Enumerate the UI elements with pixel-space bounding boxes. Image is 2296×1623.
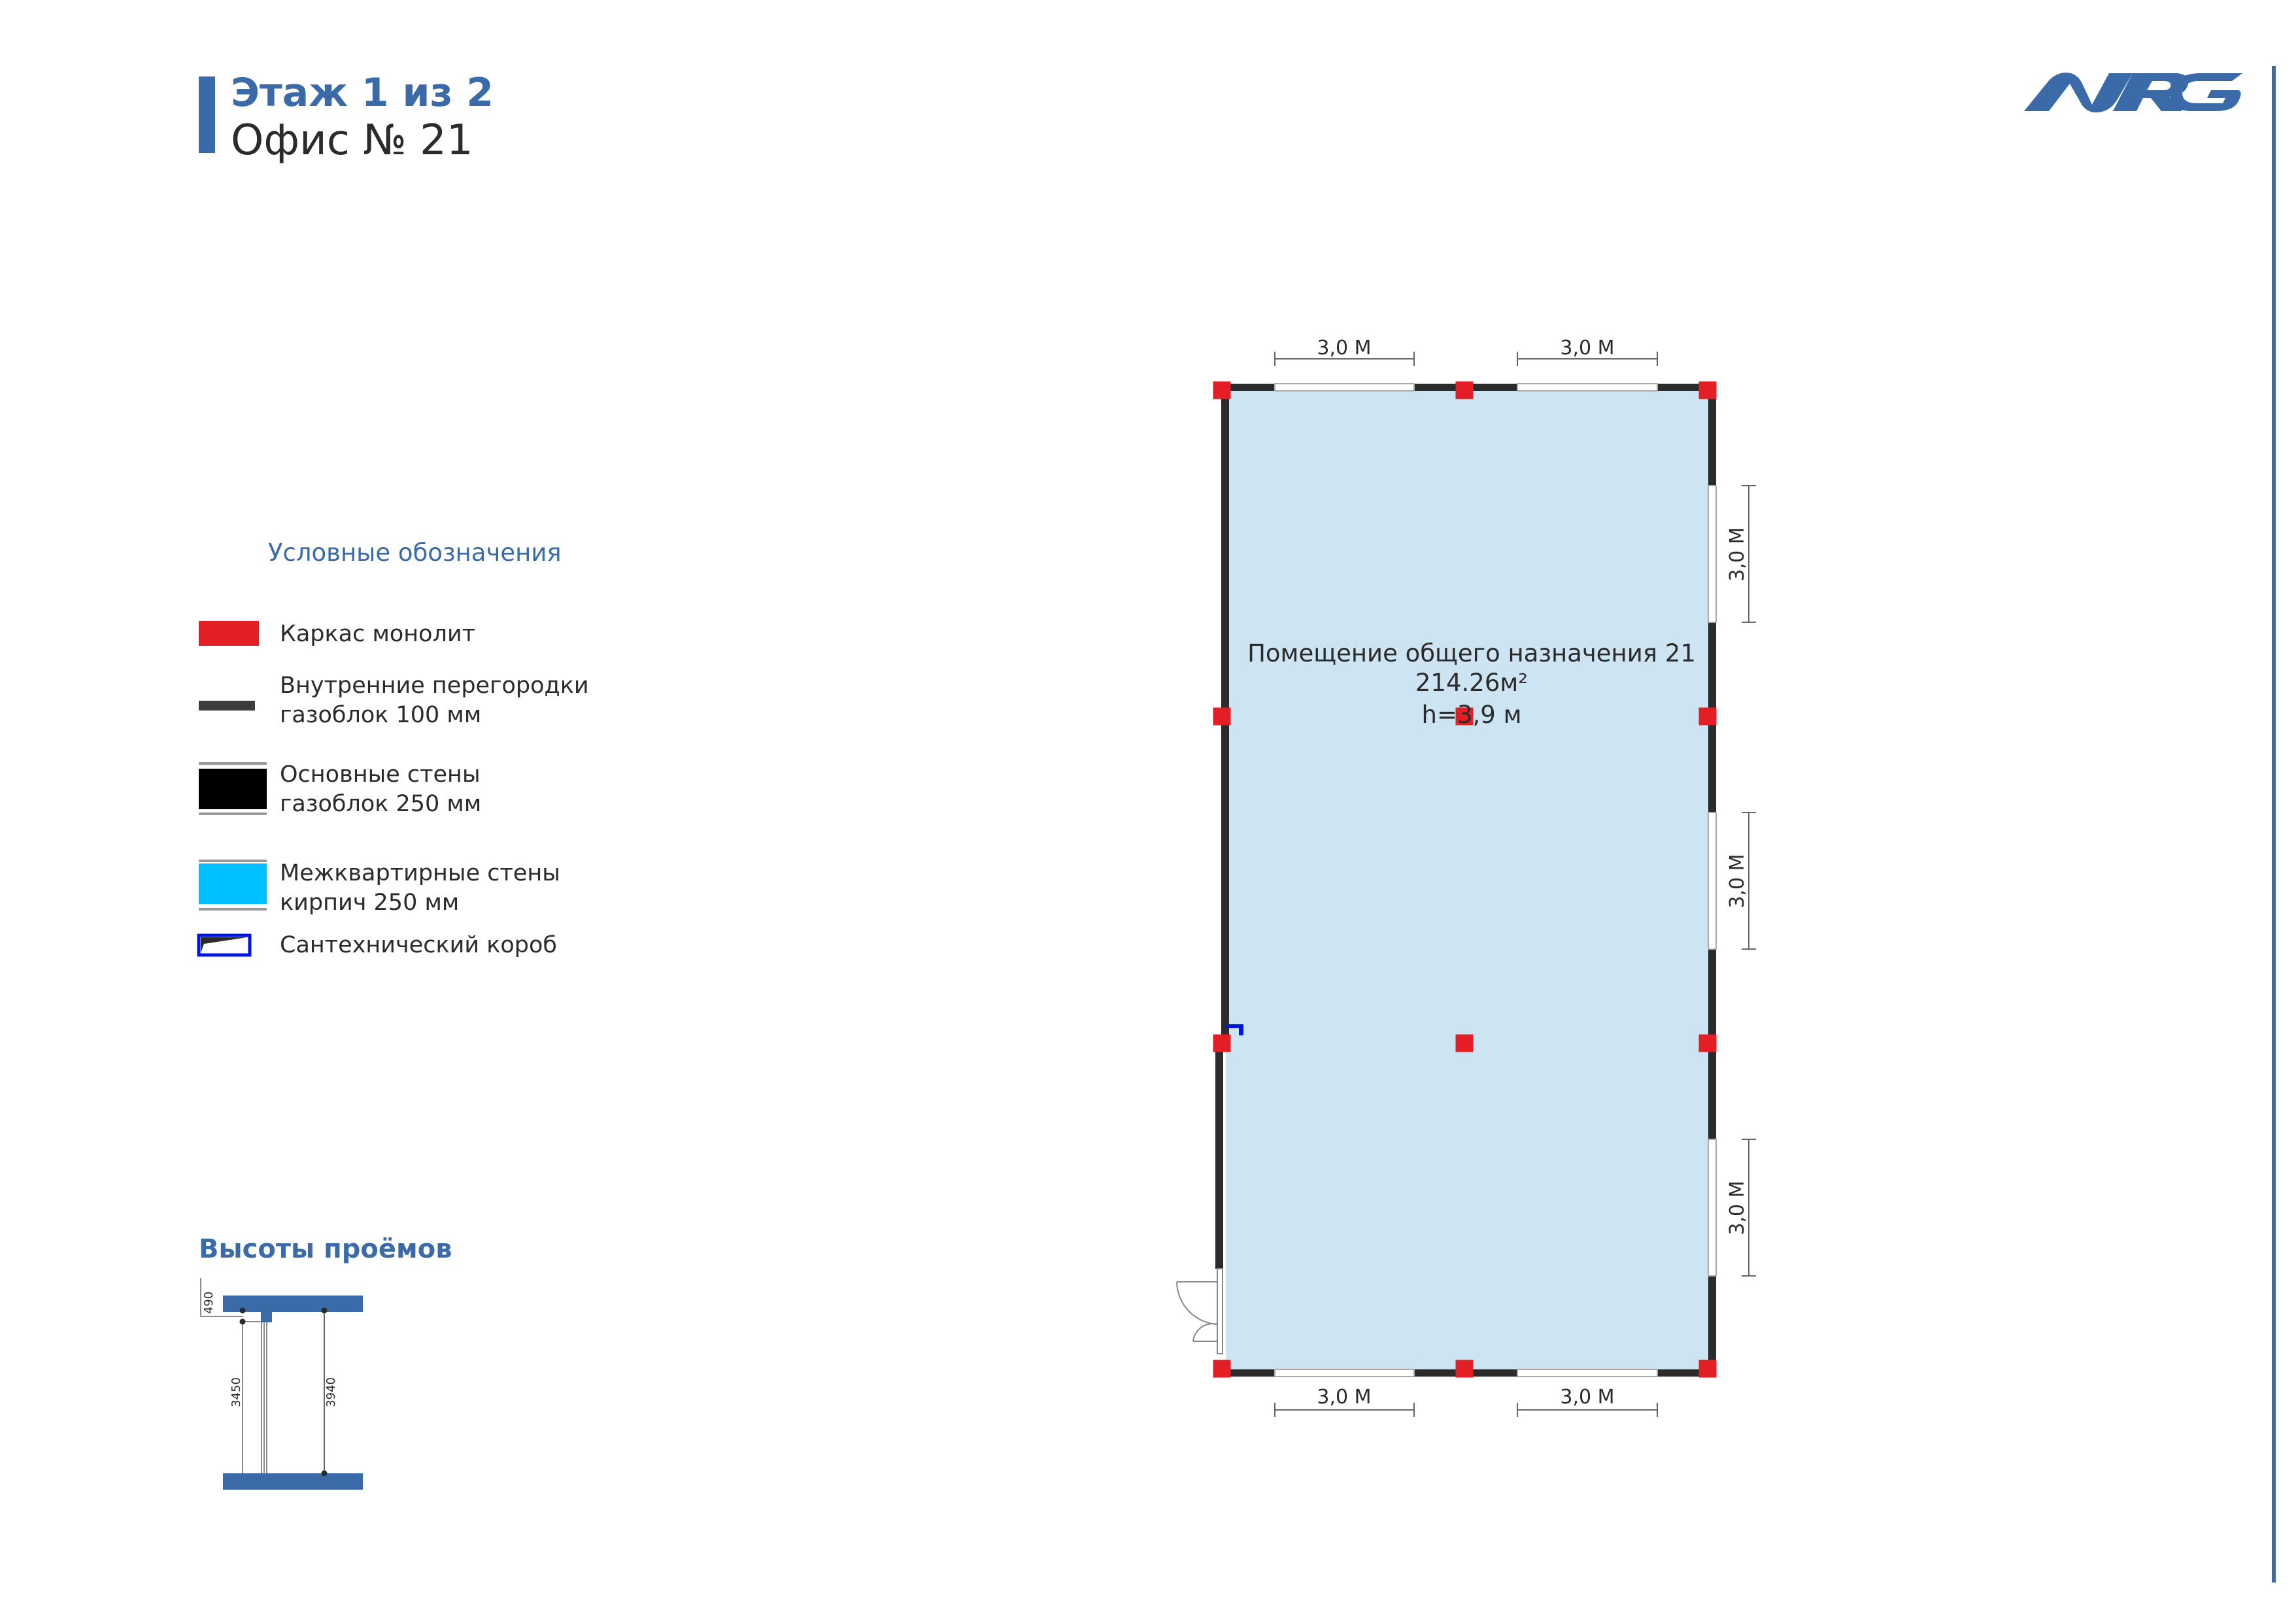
main-wall-swatch: [199, 762, 267, 815]
legend-item-sanitary-box: Сантехнический короб: [197, 932, 557, 958]
opening-height: 3450: [229, 1377, 243, 1407]
room-plan: Помещение общего назначения 21 214.26м² …: [1176, 381, 1717, 1378]
opening-heights-diagram: 490 3450 3940: [200, 1278, 363, 1490]
dim-right-3: 3,0 М: [1726, 1180, 1749, 1235]
monolith-frame-swatch: [199, 621, 259, 646]
legend-title: Условные обозначения: [268, 539, 562, 567]
column: [1698, 707, 1717, 726]
room-area: 214.26м²: [1415, 669, 1528, 697]
dim-top-2: 3,0 М: [1560, 337, 1614, 360]
column: [1455, 1360, 1474, 1378]
column: [1213, 1034, 1231, 1052]
unit-title: Офис № 21: [231, 116, 473, 165]
sanitary-box: [1226, 1024, 1243, 1035]
column: [1698, 1360, 1717, 1378]
legend-label: Основные стены: [280, 761, 481, 788]
dim-right-2: 3,0 М: [1726, 854, 1749, 908]
legend-item-main-wall: Основные стены газоблок 250 мм: [199, 761, 481, 817]
legend-label: Каркас монолит: [280, 621, 475, 647]
dim-right-1: 3,0 М: [1726, 527, 1749, 581]
partition-swatch: [199, 701, 255, 711]
column: [1698, 381, 1717, 399]
right-border-line: [2272, 66, 2276, 1582]
dimension-lines: [1274, 352, 1756, 1417]
column: [1698, 1034, 1717, 1052]
column: [1455, 1034, 1474, 1052]
header-accent-bar: [199, 76, 215, 153]
legend-label: газоблок 250 мм: [280, 791, 481, 817]
entrance-door[interactable]: [1176, 1268, 1223, 1354]
legend-item-interunit-wall: Межквартирные стены кирпич 250 мм: [199, 860, 560, 916]
legend-label: кирпич 250 мм: [280, 890, 459, 916]
legend-item-partition: Внутренние перегородки газоблок 100 мм: [199, 673, 589, 728]
room-name: Помещение общего назначения 21: [1247, 639, 1696, 667]
lintel-height: 490: [202, 1292, 216, 1314]
room-height: h=3,9 м: [1422, 701, 1522, 729]
dim-top-1: 3,0 М: [1317, 337, 1371, 360]
legend-label: Внутренние перегородки: [280, 673, 589, 699]
dim-bottom-1: 3,0 М: [1317, 1386, 1371, 1409]
column: [1213, 381, 1231, 399]
opening-heights-title: Высоты проёмов: [199, 1234, 452, 1264]
column: [1455, 381, 1474, 399]
columns: [1213, 381, 1717, 1378]
column: [1213, 707, 1231, 726]
floor-title: Этаж 1 из 2: [231, 70, 494, 116]
dim-bottom-2: 3,0 М: [1560, 1386, 1614, 1409]
legend-label: газоблок 100 мм: [280, 702, 481, 728]
legend-item-monolith: Каркас монолит: [199, 621, 475, 647]
legend-label: Межквартирные стены: [280, 860, 560, 886]
floor-to-ceiling-height: 3940: [324, 1377, 338, 1407]
nrg-logo: [2024, 73, 2242, 112]
room-floor: [1226, 390, 1710, 1371]
windows: [1274, 383, 1717, 1377]
sanitary-box-swatch: [197, 933, 252, 957]
column: [1213, 1360, 1231, 1378]
legend-label: Сантехнический короб: [280, 932, 557, 958]
interunit-wall-swatch: [199, 860, 267, 911]
column: [1455, 707, 1474, 726]
